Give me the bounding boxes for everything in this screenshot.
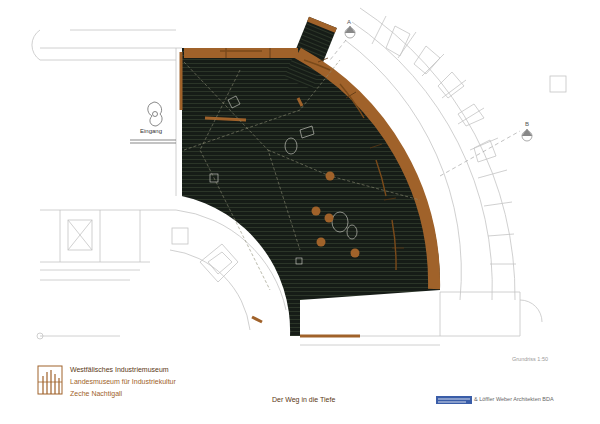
section-marker-label: B — [525, 121, 529, 128]
section-markers — [345, 26, 532, 141]
architect-credit: & Löffler Weber Architekten BDA — [474, 396, 554, 402]
partner-logo — [436, 396, 472, 404]
entrance-symbol — [130, 102, 176, 143]
exhibition-floor — [182, 48, 440, 336]
wall-panels — [181, 48, 434, 336]
entrance-label: Eingang — [140, 128, 162, 135]
scale-note: Grundriss 1:50 — [512, 356, 548, 362]
museum-subtitle: Landesmuseum für Industriekultur — [70, 378, 176, 386]
exhibition-title: Der Weg in die Tiefe — [272, 396, 335, 404]
exhibit-objects — [210, 96, 357, 264]
sight-lines — [184, 40, 520, 290]
exhibit-stations — [312, 172, 360, 258]
site-name: Zeche Nachtigall — [70, 390, 122, 398]
context-buildings — [32, 8, 566, 345]
museum-name: Westfälisches Industriemuseum — [70, 366, 169, 374]
museum-logo — [38, 366, 62, 394]
section-marker-label: A — [347, 19, 351, 26]
